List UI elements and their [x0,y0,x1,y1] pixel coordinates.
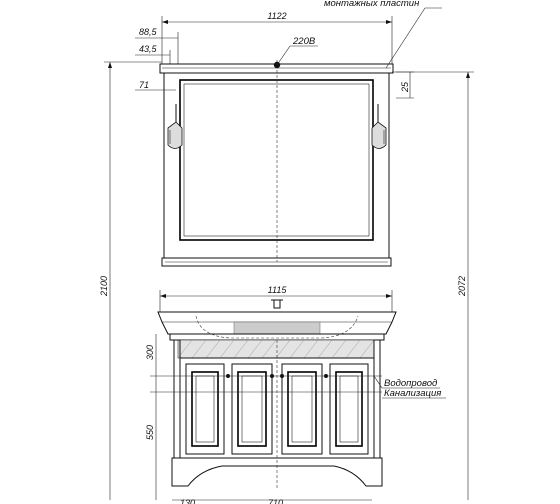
mirror-width-dim: 1122 [267,11,286,21]
mirror-dimensions: 1122 88,5 43,5 71 25 монтажных пластин 2… [135,0,442,99]
mirror-assembly [159,60,394,267]
lamp-offset-dim: 71 [139,80,149,90]
height-dim-right: 2072 [457,276,467,297]
cabinet-width-dim: 1115 [268,285,288,295]
mirror-frame [163,72,390,259]
plate-offset-dim-1: 88,5 [139,27,158,37]
bottom-left-dim: 130 [180,498,195,504]
water-height-dim: 300 [145,345,155,360]
sewerage-label: Канализация [384,388,441,399]
plumbing-zone [177,339,375,359]
cabinet-plinth [171,457,383,487]
sewer-height-dim: 550 [145,425,155,440]
height-dim-left: 2100 [99,276,109,297]
cabinet-dimensions: 300 550 130 710 Водопровод Канализация [145,334,446,504]
right-lamp-icon [371,104,387,149]
power-label: 220В [292,36,316,47]
overall-height-dims: 2100 2072 [99,61,474,500]
vanity-cabinet: 1115 [157,285,397,488]
faucet-icon [271,299,283,309]
plate-offset-dim-2: 43,5 [139,44,158,54]
mounting-plates-label: монтажных пластин [324,0,420,9]
mirror-glass [179,79,374,241]
left-lamp-icon [167,104,183,149]
bottom-mid-dim: 710 [268,498,283,504]
plate-height-dim: 25 [400,81,410,93]
sink-basin [195,315,359,339]
water-supply-label: Водопровод [384,378,437,389]
mirror-bottom-shelf [161,257,392,267]
